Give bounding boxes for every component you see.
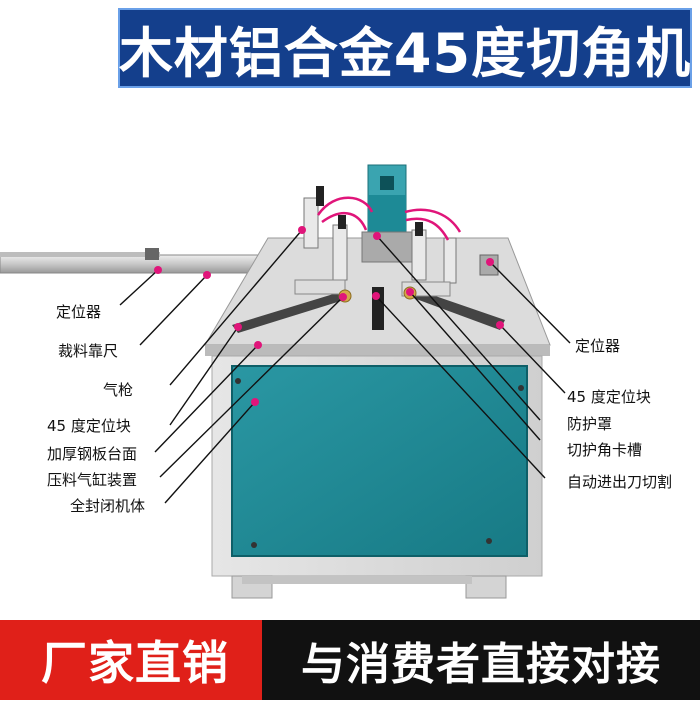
callout-45-block-right: 45 度定位块 bbox=[567, 388, 651, 406]
callout-air-gun: 气枪 bbox=[103, 381, 134, 399]
title-banner: 木材铝合金45度切角机 bbox=[118, 8, 692, 88]
protective-cover bbox=[361, 164, 413, 263]
machine-body bbox=[211, 355, 543, 599]
callout-press-cylinder: 压料气缸装置 bbox=[47, 471, 138, 489]
callout-guard: 防护罩 bbox=[567, 415, 613, 433]
callout-dots bbox=[154, 226, 504, 406]
callout-auto-feed-cut: 自动进出刀切割 bbox=[567, 473, 673, 491]
callout-lines bbox=[119, 229, 571, 504]
callout-corner-slot: 切护角卡槽 bbox=[567, 441, 643, 459]
callout-45-block-left: 45 度定位块 bbox=[47, 417, 131, 435]
cutting-ruler bbox=[0, 248, 301, 274]
callout-steel-tabletop: 加厚钢板台面 bbox=[47, 445, 138, 463]
factory-direct-text: 厂家直销 bbox=[41, 636, 229, 690]
air-hoses bbox=[316, 196, 462, 241]
direct-consumer-banner: 与消费者直接对接 bbox=[262, 620, 700, 700]
page-title: 木材铝合金45度切角机 bbox=[118, 21, 692, 85]
callout-cutting-ruler: 裁料靠尺 bbox=[58, 342, 119, 360]
callout-locator-right: 定位器 bbox=[575, 337, 621, 355]
press-cylinders bbox=[303, 186, 457, 284]
callout-locator-left: 定位器 bbox=[56, 303, 102, 321]
callout-enclosed-body: 全封闭机体 bbox=[70, 497, 146, 515]
direct-consumer-text: 与消费者直接对接 bbox=[301, 639, 661, 690]
factory-direct-banner: 厂家直销 bbox=[0, 620, 270, 700]
